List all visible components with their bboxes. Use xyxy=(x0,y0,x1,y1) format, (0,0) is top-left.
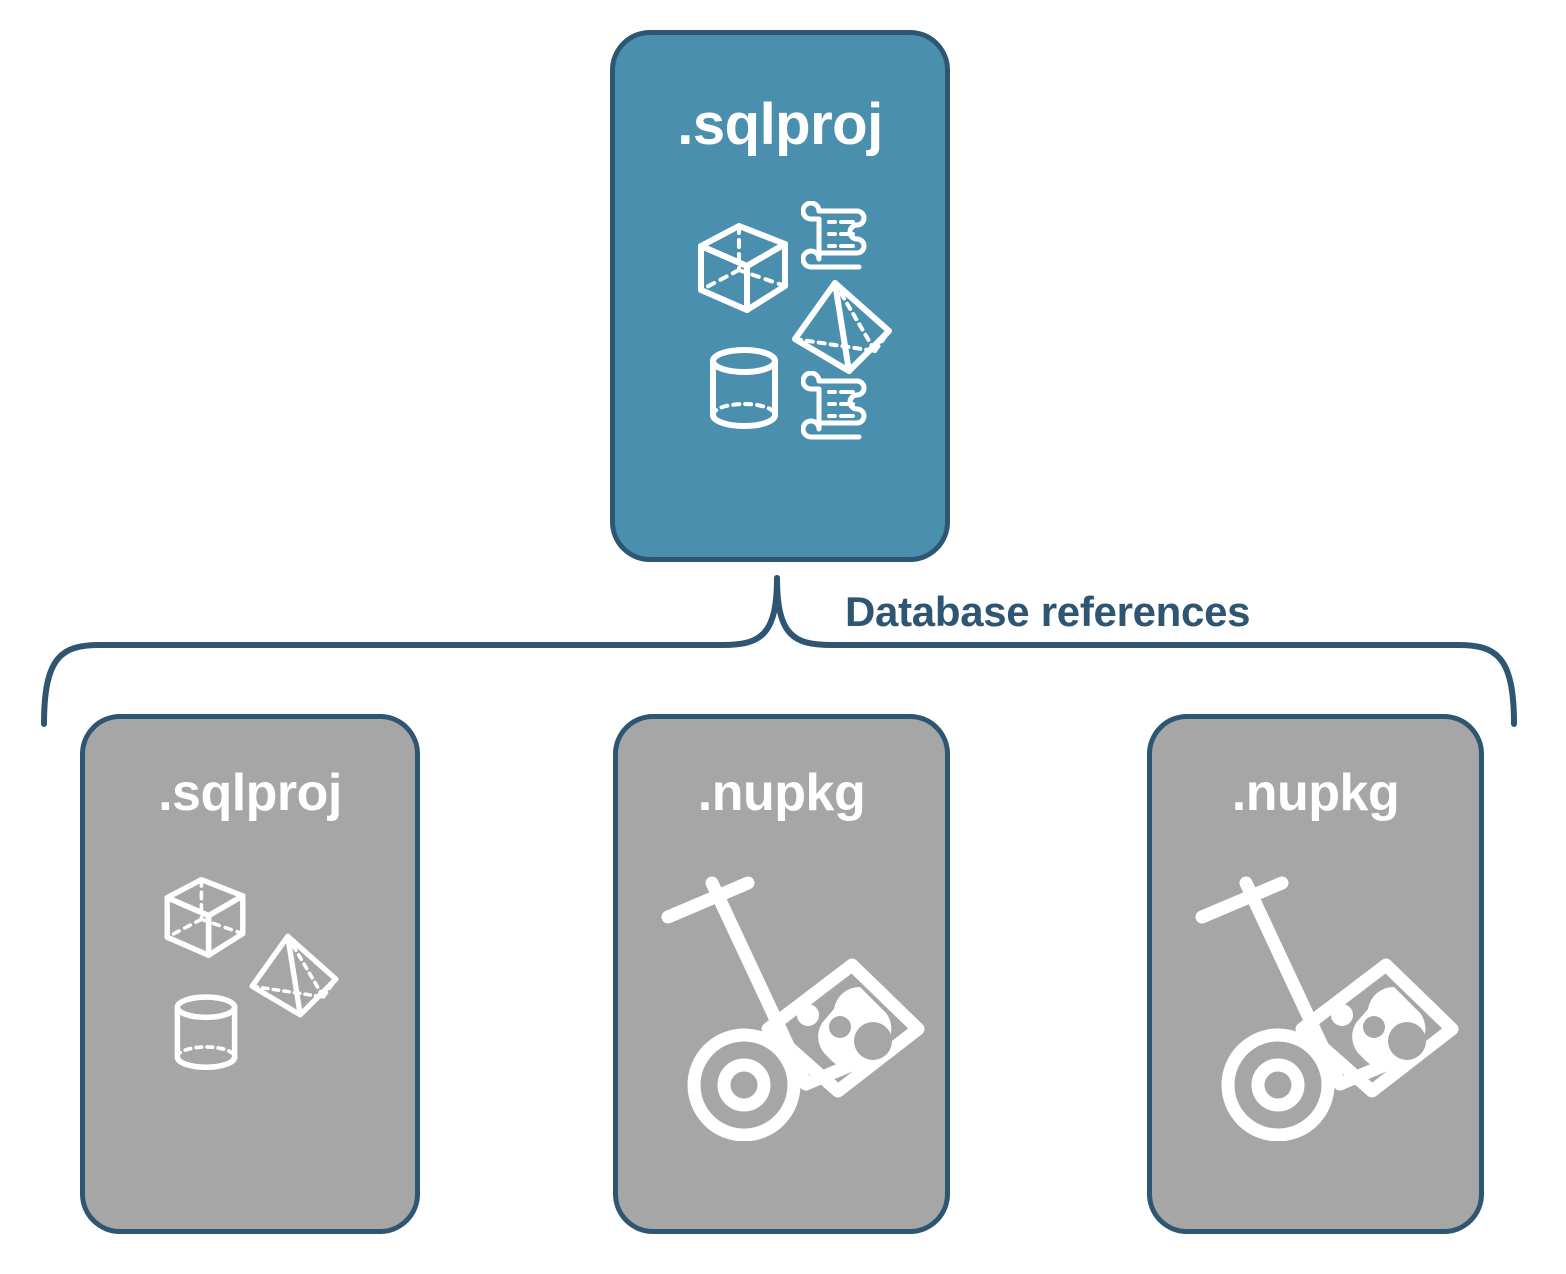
node-child-nupkg-2-label: .nupkg xyxy=(1231,764,1400,822)
node-root-sqlproj[interactable]: .sqlproj xyxy=(610,30,950,562)
pyramid-icon xyxy=(792,280,892,374)
pyramid-icon xyxy=(249,933,339,1018)
hand-truck-package-icon xyxy=(1195,876,1459,1141)
cube-icon xyxy=(164,876,246,958)
node-child-nupkg-2[interactable]: .nupkg xyxy=(1147,714,1484,1234)
connector-label-database-references: Database references xyxy=(845,588,1251,635)
node-child-sqlproj[interactable]: .sqlproj xyxy=(80,714,420,1234)
script-scroll-icon xyxy=(801,371,867,440)
cylinder-icon xyxy=(174,994,238,1070)
script-scroll-icon xyxy=(801,201,867,270)
node-child-nupkg-1-label: .nupkg xyxy=(697,764,866,822)
hand-truck-package-icon xyxy=(661,876,925,1141)
node-root-sqlproj-label: .sqlproj xyxy=(677,92,883,157)
node-child-nupkg-1[interactable]: .nupkg xyxy=(613,714,950,1234)
cube-icon xyxy=(698,223,788,313)
cylinder-icon xyxy=(710,347,778,429)
node-child-sqlproj-label: .sqlproj xyxy=(158,764,342,822)
